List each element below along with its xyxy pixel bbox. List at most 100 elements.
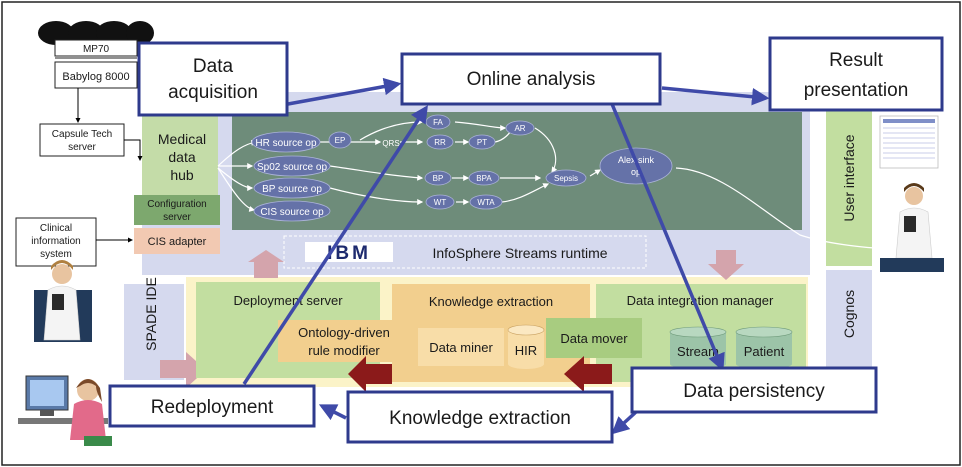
hub-line1: Medical — [158, 131, 206, 147]
ontology-line1: Ontology-driven — [298, 325, 390, 340]
callout-knowledge-extraction — [346, 390, 614, 444]
ventilator-box — [54, 61, 138, 89]
doctor-left-icon — [34, 260, 92, 342]
svg-text:AR: AR — [514, 124, 525, 133]
svg-text:BPA: BPA — [476, 174, 492, 183]
pt-op — [468, 134, 496, 150]
svg-text:IBM: IBM — [327, 243, 371, 264]
cis-adapter-box — [134, 228, 220, 254]
svg-text:CIS source op: CIS source op — [260, 207, 324, 218]
report-screen-icon — [879, 115, 939, 169]
data-miner-box — [418, 328, 504, 366]
user-interface-label: User interface — [841, 134, 857, 221]
wta-op — [469, 194, 503, 210]
callout-online-analysis-label: Online analysis — [467, 69, 596, 90]
data-mover-label: Data mover — [560, 331, 628, 346]
runtime-label: InfoSphere Streams runtime — [432, 245, 607, 261]
svg-text:Sp02 source op: Sp02 source op — [257, 162, 327, 173]
stream-flows — [217, 119, 902, 253]
spo2-source-op — [253, 155, 331, 177]
svg-text:HR source op: HR source op — [255, 138, 317, 149]
svg-text:WTA: WTA — [477, 198, 495, 207]
callout-data-persistency-label: Data persistency — [683, 381, 825, 402]
runtime-label-frame — [283, 235, 647, 269]
data-miner-label: Data miner — [429, 340, 493, 355]
user-interface-panel — [826, 110, 872, 266]
ventilator-label: Babylog 8000 — [62, 71, 129, 83]
config-line2: server — [163, 212, 191, 223]
patient-store-label: Patient — [744, 344, 785, 359]
callout-result-line2: presentation — [804, 80, 909, 101]
capsule-server-box — [39, 123, 125, 157]
hir-cylinder — [507, 324, 545, 369]
capsule-server-line2: server — [68, 142, 96, 153]
svg-text:WT: WT — [434, 198, 447, 207]
ontology-modifier-box — [278, 320, 410, 362]
ontology-line2: rule modifier — [308, 343, 380, 358]
monitor-box — [54, 39, 138, 57]
cis-source-op — [253, 200, 331, 222]
rr-op — [426, 134, 454, 150]
callout-knowledge-extraction-label: Knowledge extraction — [389, 408, 571, 429]
patient-store — [735, 326, 793, 369]
svg-text:PT: PT — [477, 138, 487, 147]
computer-user-icon — [18, 375, 112, 446]
svg-text:BP source op: BP source op — [262, 184, 322, 195]
callout-online-analysis — [400, 52, 662, 106]
doctor-right-icon — [880, 183, 944, 272]
ep-op — [328, 131, 352, 149]
callout-redeployment — [108, 384, 316, 428]
data-mover-box — [546, 318, 642, 358]
capsule-server-line1: Capsule Tech — [52, 129, 112, 140]
ar-op — [505, 120, 535, 136]
hub-line2: data — [168, 149, 195, 165]
callout-result-presentation — [768, 36, 944, 112]
sepsis-op — [545, 169, 587, 187]
bpa-op — [468, 170, 500, 186]
hub-line3: hub — [170, 167, 194, 183]
spade-ide-label: SPADE IDE — [143, 277, 159, 351]
clinical-line2: information — [31, 236, 80, 247]
server-to-hub-connector — [124, 139, 143, 161]
svg-text:BP: BP — [433, 174, 444, 183]
svg-text:op: op — [631, 167, 641, 177]
cis-adapter-label: CIS adapter — [148, 236, 207, 248]
svg-text:RR: RR — [434, 138, 446, 147]
device-heads — [38, 21, 154, 45]
config-server-box — [134, 195, 220, 225]
config-line1: Configuration — [147, 199, 206, 210]
qrs-op: QRS — [382, 139, 399, 148]
process-arrows — [242, 77, 770, 435]
hir-label: HIR — [515, 343, 537, 358]
hr-source-op — [251, 131, 321, 153]
wt-op — [425, 194, 455, 210]
clinical-line1: Clinical — [40, 223, 72, 234]
svg-text:FA: FA — [433, 118, 443, 127]
callout-data-acquisition — [137, 41, 289, 117]
spade-right-arrow — [160, 352, 206, 388]
bp-source-op — [253, 177, 331, 199]
cognos-label: Cognos — [841, 290, 857, 338]
ke-to-deploy-arrow — [348, 356, 392, 392]
ibm-logo: IBM — [305, 242, 393, 264]
callout-data-acquisition-line1: Data — [193, 56, 234, 77]
callout-redeployment-label: Redeployment — [151, 397, 274, 418]
bp-op — [424, 170, 452, 186]
callout-data-acquisition-line2: acquisition — [168, 82, 258, 103]
callout-result-line1: Result — [829, 50, 884, 71]
deploy-up-arrow — [248, 250, 284, 278]
monitor-label: MP70 — [83, 44, 110, 55]
dim-to-ke-arrow — [564, 356, 612, 392]
svg-text:Sepsis: Sepsis — [554, 174, 578, 183]
persist-down-arrow — [708, 250, 744, 280]
deployment-server-label: Deployment server — [233, 293, 343, 308]
knowledge-extraction-label: Knowledge extraction — [429, 294, 553, 309]
svg-text:EP: EP — [335, 136, 346, 145]
clinical-line3: system — [40, 249, 72, 260]
stream-store-label: Stream — [677, 344, 719, 359]
data-integration-label: Data integration manager — [627, 293, 774, 308]
callout-data-persistency — [630, 366, 878, 414]
